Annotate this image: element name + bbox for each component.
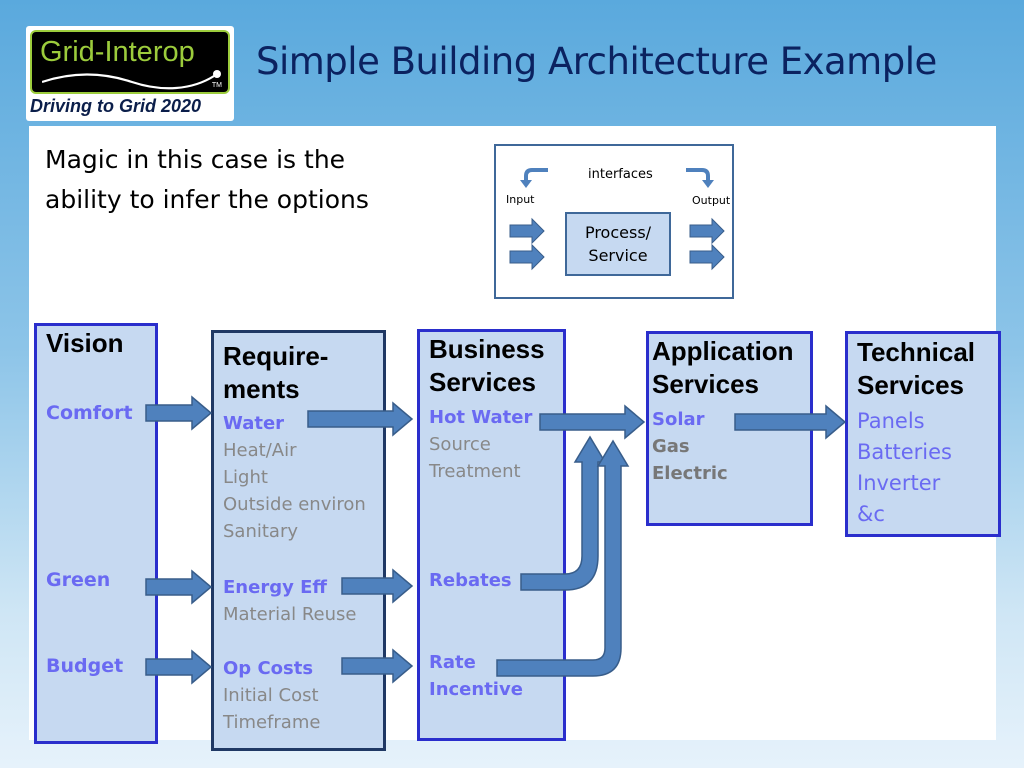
requirements-item-timeframe: Timeframe <box>223 712 321 733</box>
requirements-item-outside-environ: Outside environ <box>223 494 366 515</box>
business-item-source: Source <box>429 434 491 455</box>
vision-column <box>34 323 158 744</box>
requirements-item-initial-cost: Initial Cost <box>223 685 319 706</box>
technical-item-inverter: Inverter <box>857 471 941 495</box>
vision-item-green: Green <box>46 569 111 591</box>
requirements-title: Require- ments <box>223 341 329 404</box>
legend-output-label: Output <box>692 194 731 207</box>
legend-output-arrow-2 <box>689 243 725 271</box>
intro-text: Magic in this case is the ability to inf… <box>45 145 369 214</box>
legend-right-curved-arrow <box>686 168 710 182</box>
technical-item-batteries: Batteries <box>857 440 952 464</box>
plug-icon <box>42 70 221 90</box>
technical-title: Technical Services <box>857 337 976 400</box>
vision-item-budget: Budget <box>46 655 124 677</box>
technical-item-panels: Panels <box>857 409 925 433</box>
logo-name: Grid-Interop <box>40 36 195 68</box>
application-title: Application Services <box>652 336 794 399</box>
business-item-hot-water: Hot Water <box>429 407 533 428</box>
legend-process-box: Process/ Service <box>565 212 671 276</box>
legend-output-arrow-1 <box>689 217 725 245</box>
legend-arrows <box>509 168 725 271</box>
technical-item-etc: &c <box>857 502 885 526</box>
technical-column <box>845 331 1001 537</box>
application-item-gas: Gas <box>652 436 690 457</box>
legend-left-curved-arrow <box>524 168 548 182</box>
application-item-electric: Electric <box>652 463 728 484</box>
business-item-rebates: Rebates <box>429 570 512 591</box>
logo: Grid-Interop TM Driving to Grid 2020 <box>26 26 234 121</box>
legend-left-curved-arrowhead <box>520 180 532 188</box>
logo-tm: TM <box>211 82 222 89</box>
application-item-solar: Solar <box>652 409 705 430</box>
requirements-item-material-reuse: Material Reuse <box>223 604 357 625</box>
slide-title: Simple Building Architecture Example <box>256 40 937 83</box>
requirements-item-op-costs: Op Costs <box>223 658 314 679</box>
logo-tagline: Driving to Grid 2020 <box>30 96 202 116</box>
requirements-item-energy-eff: Energy Eff <box>223 577 327 598</box>
vision-title: Vision <box>46 328 124 358</box>
requirements-item-sanitary: Sanitary <box>223 521 299 542</box>
legend-input-label: Input <box>506 193 535 206</box>
business-item-treatment: Treatment <box>429 461 521 482</box>
legend-input-arrow-1 <box>509 217 545 245</box>
business-item-rate-incentive: Rate Incentive <box>429 652 523 700</box>
legend-interfaces-label: interfaces <box>588 167 653 182</box>
business-title: Business Services <box>429 334 545 397</box>
legend-input-arrow-2 <box>509 243 545 271</box>
vision-item-comfort: Comfort <box>46 402 133 424</box>
logo-badge: Grid-Interop TM <box>30 30 230 94</box>
requirements-item-heat-air: Heat/Air <box>223 440 297 461</box>
legend-right-curved-arrowhead <box>702 180 714 188</box>
requirements-item-water: Water <box>223 413 285 434</box>
legend-box: interfaces Input Output Process/ Service <box>494 144 734 299</box>
requirements-item-light: Light <box>223 467 268 488</box>
